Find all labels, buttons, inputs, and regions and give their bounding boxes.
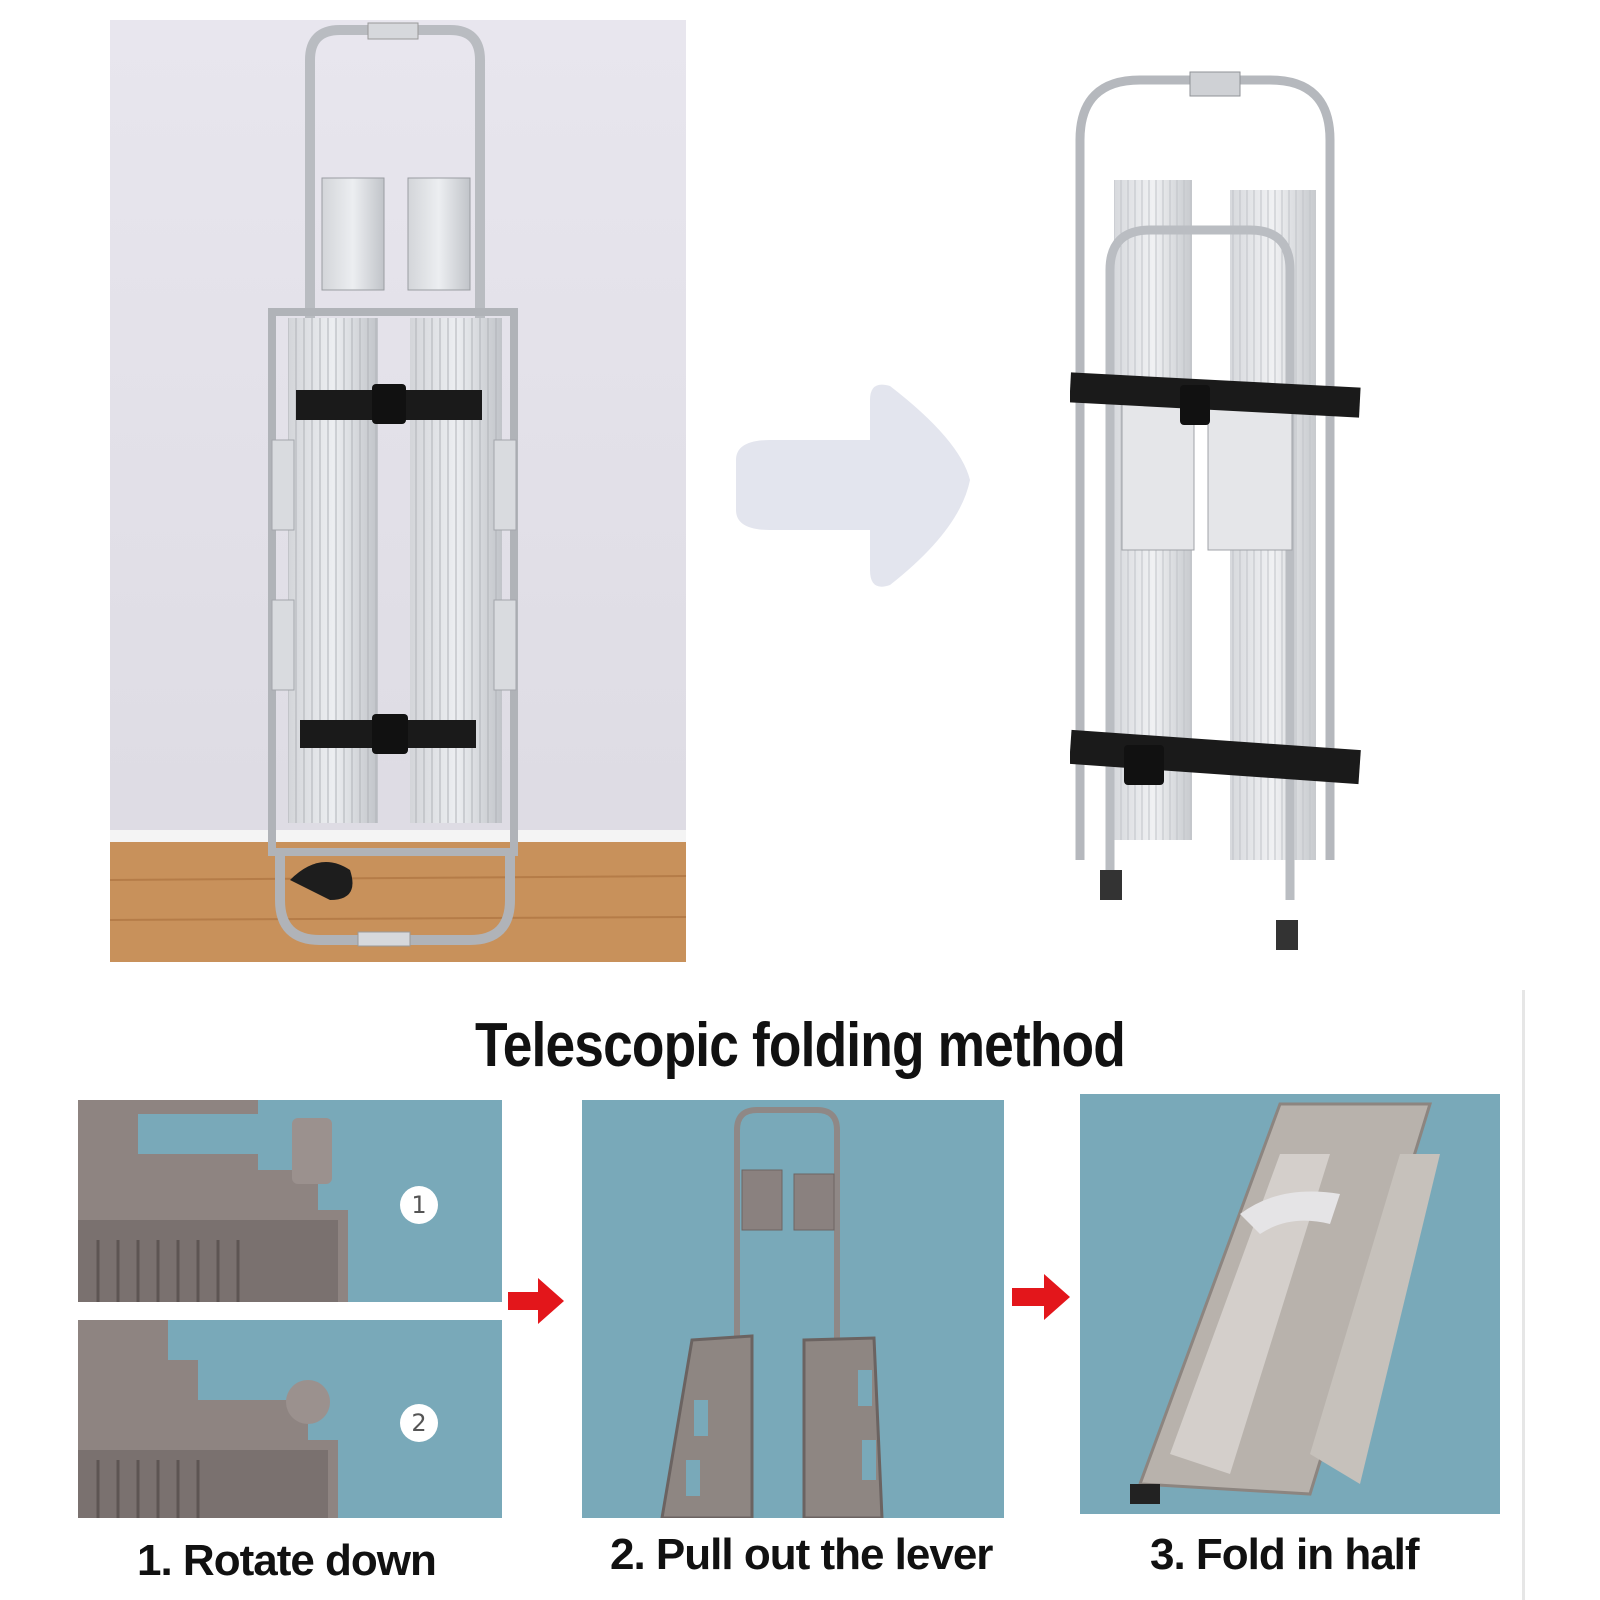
step-2-label: 2. Pull out the lever [610,1530,993,1579]
page-title: Telescopic folding method [475,1011,1126,1080]
step1-rotate-photo-bottom [78,1320,502,1518]
extended-stretcher-photo [110,20,686,962]
divider [1522,990,1525,1600]
step-badge-1: 1 [400,1186,438,1224]
step-1-label: 1. Rotate down [137,1536,437,1585]
step-badge-2: 2 [400,1404,438,1442]
step2-pull-lever-photo [582,1100,1004,1518]
red-arrow-icon [1012,1274,1070,1320]
right-arrow-icon [730,380,980,595]
step1-rotate-photo-top [78,1100,502,1302]
red-arrow-icon [508,1278,564,1324]
step3-fold-half-photo [1080,1094,1500,1514]
step-3-label: 3. Fold in half [1150,1530,1420,1579]
folded-stretcher-photo [1070,70,1370,970]
